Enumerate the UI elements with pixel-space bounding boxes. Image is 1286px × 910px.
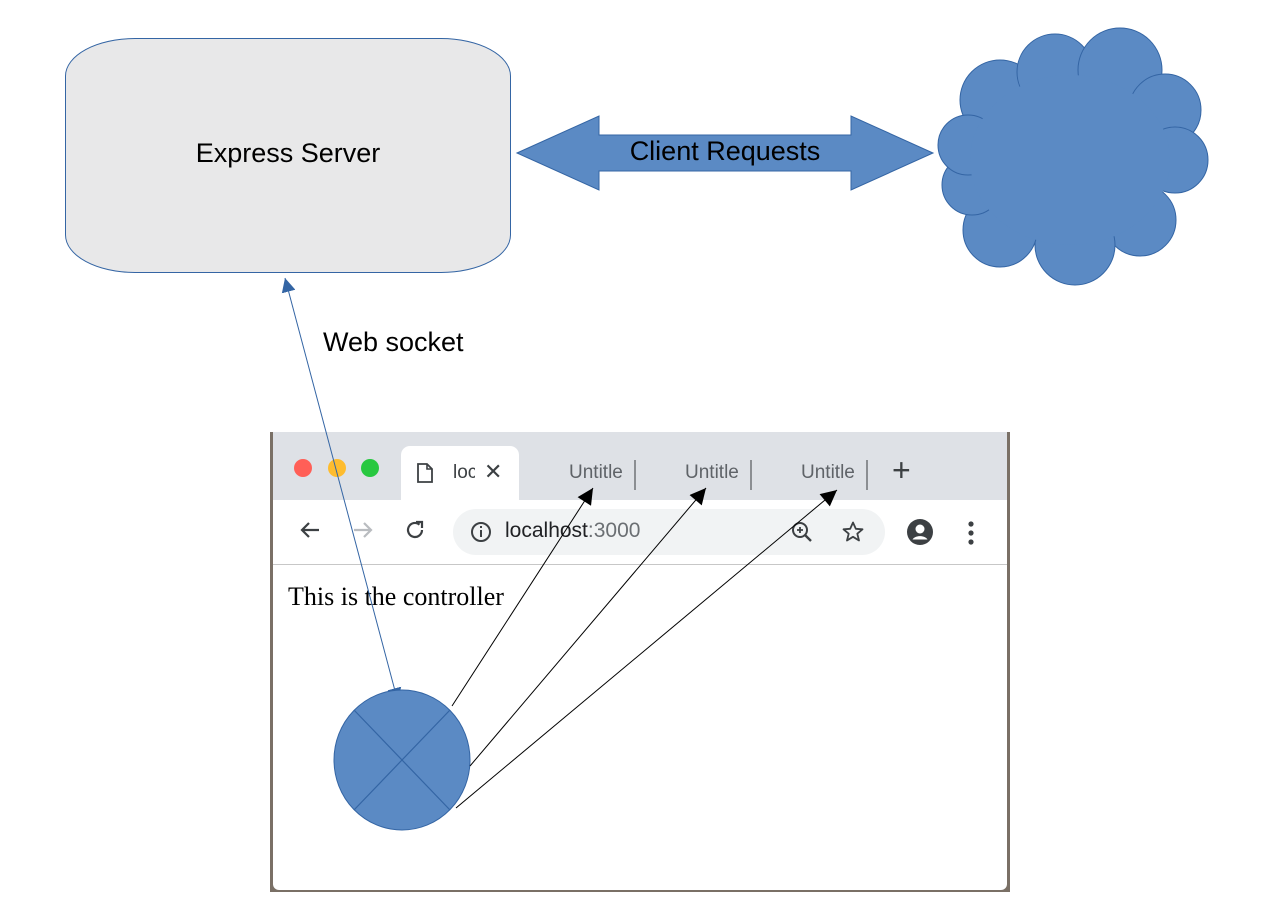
reload-icon[interactable] (403, 518, 427, 547)
account-icon[interactable] (906, 518, 934, 551)
new-tab-icon[interactable]: + (892, 452, 911, 488)
zoom-icon[interactable] (790, 520, 814, 549)
websocket-connector (281, 277, 402, 703)
tab-separator (750, 460, 752, 490)
tab-untitled-2[interactable]: Untitled (685, 462, 739, 483)
controller-circle (333, 689, 471, 831)
menu-icon[interactable] (967, 520, 975, 551)
tab-separator (866, 460, 868, 490)
express-server-label: Express Server (195, 138, 381, 168)
url-host: localhost (505, 519, 588, 542)
toolbar-divider (273, 564, 1007, 565)
cloud-shape (937, 27, 1209, 286)
arrow-to-tab-3 (455, 489, 838, 809)
close-icon[interactable]: ✕ (484, 459, 503, 484)
star-icon[interactable] (841, 520, 865, 549)
tab-untitled-3[interactable]: Untitled (801, 462, 855, 483)
express-server-node (65, 38, 511, 273)
tab-separator (634, 460, 636, 490)
tab-active-title: localhost:3000 (453, 462, 475, 483)
arrow-to-tab-1 (451, 487, 594, 707)
arrow-to-tab-2 (469, 487, 707, 767)
url-port: :3000 (587, 519, 641, 542)
client-requests-arrow (515, 115, 935, 191)
url-text: localhost:3000 (505, 519, 640, 543)
client-requests-label: Client Requests (629, 136, 821, 166)
info-icon[interactable] (469, 520, 493, 549)
tab-active[interactable]: localhost:3000 ✕ (401, 446, 519, 500)
document-icon (417, 463, 433, 488)
tab-untitled-1[interactable]: Untitled (569, 462, 623, 483)
